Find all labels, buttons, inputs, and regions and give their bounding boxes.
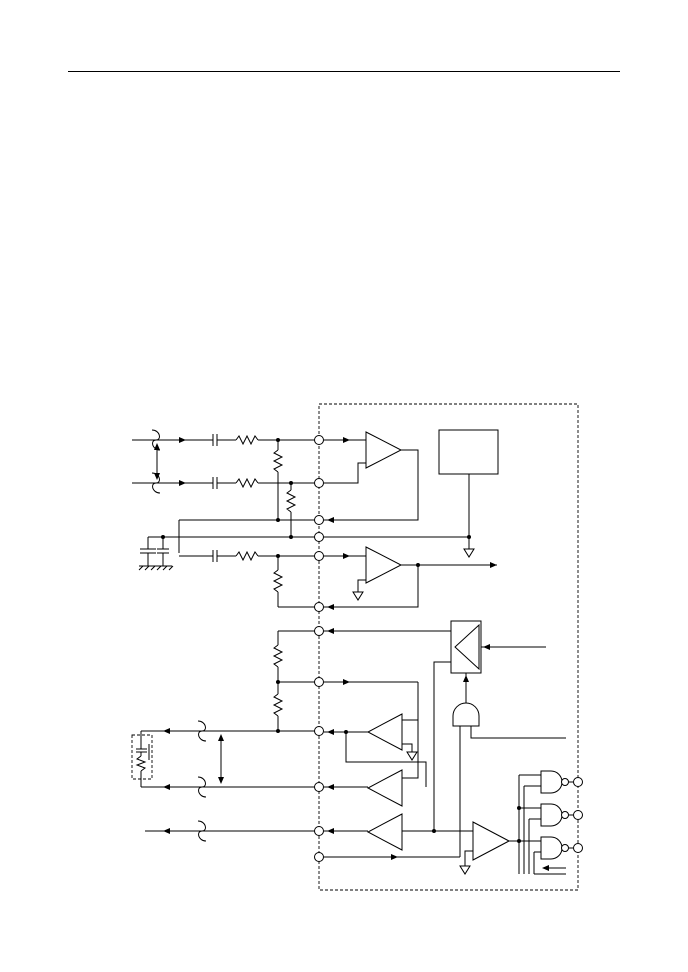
gate-4 <box>540 836 563 860</box>
terminal <box>314 515 324 525</box>
output-differential-arrow <box>218 734 224 784</box>
gate-3 <box>540 803 563 827</box>
selector-amplifier <box>454 623 480 671</box>
terminal <box>314 626 324 636</box>
terminal <box>314 478 324 488</box>
wire <box>470 726 566 739</box>
gate-1 <box>452 702 480 727</box>
junction <box>276 554 280 558</box>
ground-symbol <box>459 865 471 875</box>
wire <box>402 743 413 752</box>
ground-symbol <box>406 751 418 761</box>
input-line-2 <box>132 472 315 494</box>
wire <box>357 579 366 592</box>
output-terminal <box>573 843 583 853</box>
bias-resistor-2 <box>285 483 297 537</box>
amplifier-1 <box>365 431 403 469</box>
output-terminal <box>573 777 583 787</box>
output-line-3 <box>145 820 315 842</box>
amplifier-2 <box>365 546 403 584</box>
decoupling-capacitor-1 <box>138 537 157 571</box>
gate-2 <box>540 770 563 794</box>
feedback-wire <box>324 565 419 608</box>
wire <box>345 732 427 787</box>
terminal <box>314 435 324 445</box>
amplifier-4 <box>366 769 403 807</box>
control-block <box>438 429 499 475</box>
inverter-bubble <box>561 811 569 819</box>
terminal <box>314 726 324 736</box>
amplifier-5 <box>366 813 403 851</box>
junction <box>289 481 293 485</box>
terminal <box>314 602 324 612</box>
wire <box>324 462 366 484</box>
output-line-2 <box>141 776 315 798</box>
amplifier-3 <box>366 713 403 751</box>
output-terminal <box>573 810 583 820</box>
ic-boundary <box>318 403 579 891</box>
gate-array <box>517 774 566 875</box>
terminal <box>314 532 324 542</box>
input-line-1 <box>132 429 315 451</box>
terminal <box>314 782 324 792</box>
termination-components <box>135 731 150 787</box>
terminal <box>314 677 324 687</box>
terminal <box>314 826 324 836</box>
differential-arrow <box>154 443 160 480</box>
header-rule <box>68 71 620 72</box>
junction <box>276 438 280 442</box>
input-line-3 <box>179 550 315 562</box>
inverter-bubble <box>561 844 569 852</box>
ground-symbol <box>463 548 475 558</box>
ground-symbol <box>352 591 364 601</box>
ladder-resistor-2 <box>272 682 284 731</box>
ladder-resistor-1 <box>272 631 284 682</box>
junction <box>467 535 471 539</box>
wire <box>464 850 473 866</box>
wire <box>402 682 419 721</box>
junction <box>432 829 436 833</box>
feedback-wire <box>324 449 419 521</box>
bias-resistor-3 <box>272 556 315 608</box>
amplifier-6 <box>472 821 511 861</box>
decoupling-capacitor-2 <box>156 537 174 571</box>
inverter-bubble <box>561 778 569 786</box>
output-line-1 <box>141 720 315 742</box>
bias-resistor-1 <box>272 440 284 520</box>
terminal <box>314 852 324 862</box>
terminal <box>314 551 324 561</box>
junction <box>276 680 280 684</box>
termination-network <box>131 734 153 780</box>
wire <box>402 720 419 779</box>
wire <box>433 661 451 831</box>
